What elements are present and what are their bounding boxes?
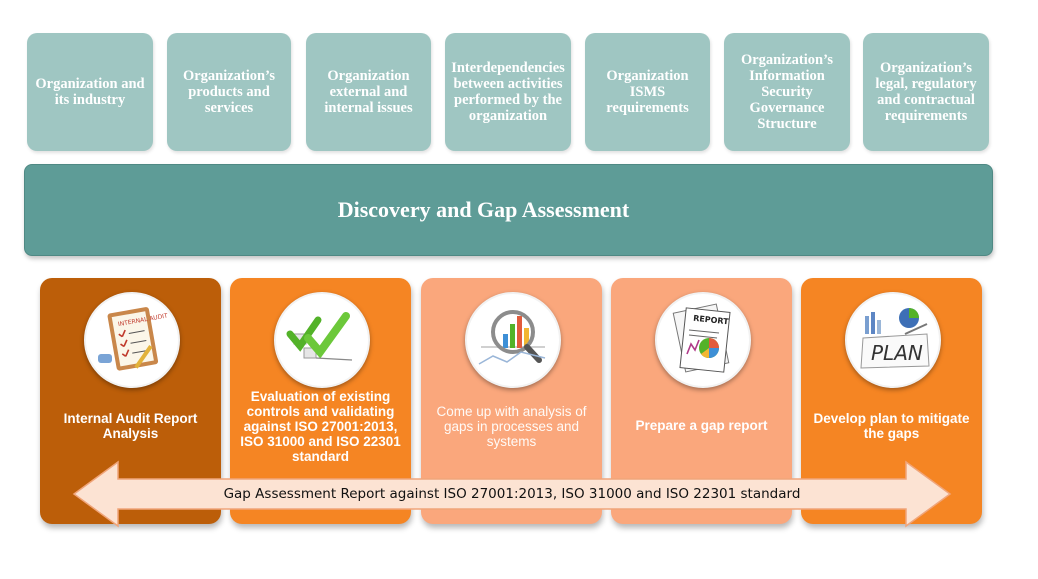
step-label: Prepare a gap report (635, 418, 768, 433)
step-label: Develop plan to mitigate the gaps (813, 411, 970, 441)
step-label: Internal Audit Report Analysis (63, 411, 198, 441)
context-box-label: Organization and its industry (35, 76, 145, 108)
context-box-label: Organization’s legal, regulatory and con… (875, 60, 977, 124)
context-box-isms: Organization ISMS requirements (585, 33, 710, 151)
discovery-banner: Discovery and Gap Assessment (24, 164, 993, 256)
context-box-industry: Organization and its industry (27, 33, 153, 151)
plan-icon-text: PLAN (871, 341, 923, 365)
report-icon-text: REPORT (693, 314, 730, 327)
report-icon: REPORT (655, 292, 751, 388)
magnifier-chart-icon (465, 292, 561, 388)
plan-icon: PLAN (845, 292, 941, 388)
double-arrow-icon (72, 460, 952, 528)
checkmarks-icon (274, 292, 370, 388)
context-box-label: Organization’s Information Security Gove… (740, 52, 834, 132)
gap-report-arrow: Gap Assessment Report against ISO 27001:… (72, 458, 952, 530)
context-box-label: Organization external and internal issue… (324, 68, 413, 116)
context-box-issues: Organization external and internal issue… (306, 33, 431, 151)
clipboard-audit-icon: INTERNAL AUDIT (84, 292, 180, 388)
step-card-audit: INTERNAL AUDIT Internal Audit Report Ana… (40, 278, 221, 524)
banner-title: Discovery and Gap Assessment (337, 197, 630, 222)
context-box-label: Organization’s products and services (182, 68, 276, 116)
context-boxes-row: Organization and its industry Organizati… (0, 0, 1038, 160)
arrow-label: Gap Assessment Report against ISO 27001:… (223, 486, 801, 502)
context-box-label: Interdependencies between activities per… (451, 60, 565, 124)
context-box-interdependencies: Interdependencies between activities per… (445, 33, 571, 151)
context-box-label: Organization ISMS requirements (606, 68, 689, 116)
step-label: Evaluation of existing controls and vali… (240, 389, 401, 464)
step-label: Come up with analysis of gaps in process… (436, 404, 587, 449)
context-box-products: Organization’s products and services (167, 33, 291, 151)
context-box-governance: Organization’s Information Security Gove… (724, 33, 850, 151)
context-box-legal: Organization’s legal, regulatory and con… (863, 33, 989, 151)
